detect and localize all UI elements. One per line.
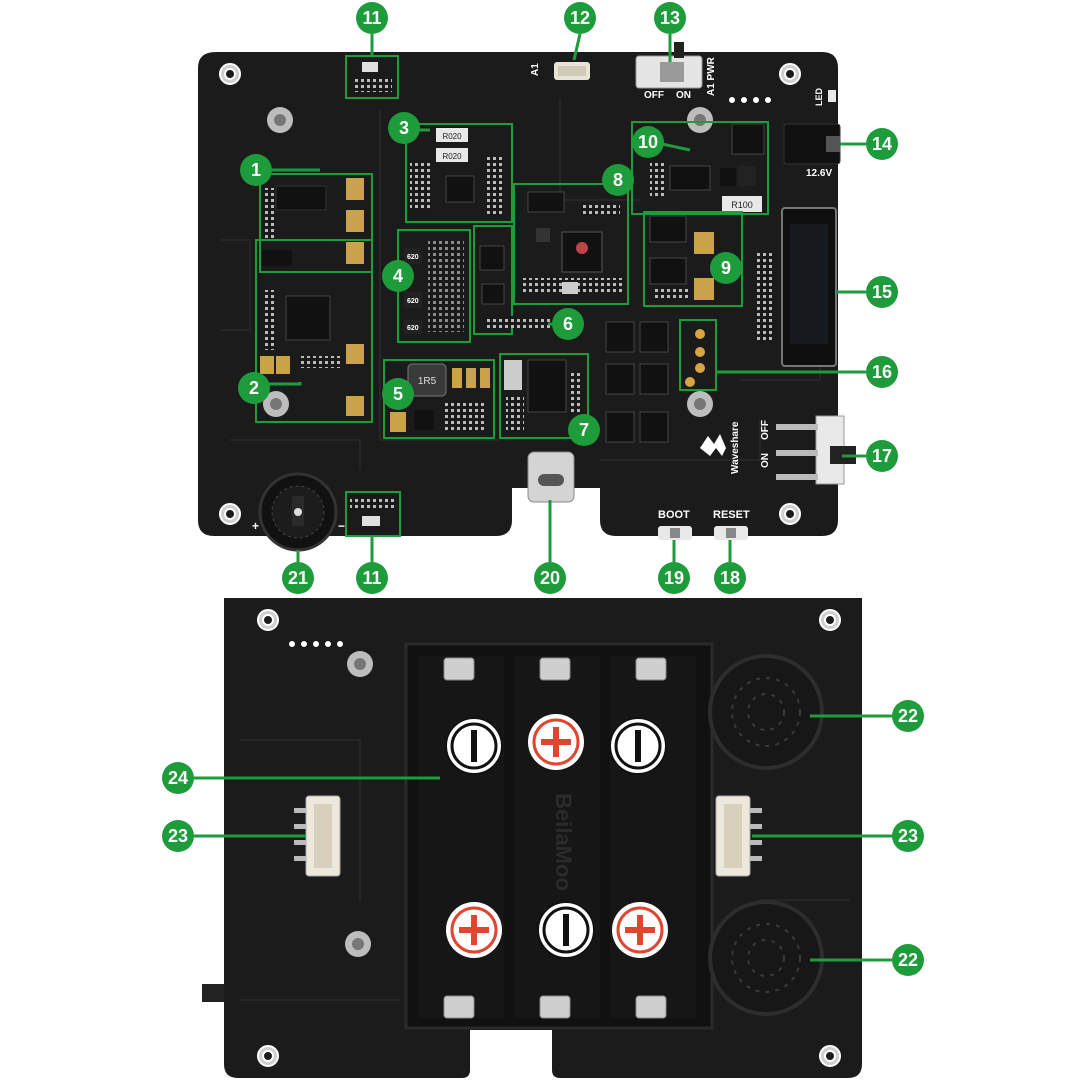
silk-a1: A1: [530, 63, 541, 76]
callouts: 11 12 13 1 2 3 4 5 6 7 8 9 10 14 15 16 1…: [162, 2, 924, 976]
silk-voltage: 12.6V: [806, 168, 832, 179]
top-board: A1 OFF ON A1 PWR LED 12.6V: [198, 42, 856, 552]
mcu-chip-2: [285, 295, 331, 341]
callout-21: 21: [288, 568, 308, 588]
bottom-board: BeilaMoo: [202, 598, 862, 1078]
callout-22-bottom: 22: [898, 950, 918, 970]
callout-5: 5: [393, 384, 403, 404]
callout-13: 13: [660, 8, 680, 28]
callout-19: 19: [664, 568, 684, 588]
highlight-1: [259, 173, 373, 273]
led-header: [729, 97, 771, 103]
silk-reset: RESET: [713, 509, 750, 521]
callout-11-top: 11: [362, 8, 381, 28]
highlight-3: [405, 123, 513, 223]
waveshare-logo: Waveshare: [700, 421, 741, 474]
silk-r020-a: R020: [442, 132, 462, 141]
highlight-9: [643, 211, 743, 307]
callout-16: 16: [872, 362, 892, 382]
callout-10: 10: [638, 132, 658, 152]
callout-2: 2: [249, 378, 259, 398]
highlight-8: [513, 183, 629, 305]
silk-led: LED: [814, 87, 824, 106]
highlight-10: [631, 121, 769, 215]
header-dots-bottom: [289, 641, 343, 647]
callout-20: 20: [540, 568, 560, 588]
highlight-6: [473, 225, 513, 335]
callout-9: 9: [721, 258, 731, 278]
highlight-7: [499, 353, 589, 439]
highlight-16: [679, 319, 717, 391]
silk-knob-plus: +: [252, 519, 259, 533]
connector-left[interactable]: [294, 795, 341, 877]
battery-holder: BeilaMoo: [404, 642, 714, 1030]
callout-11-bottom: 11: [362, 568, 381, 588]
connector-right[interactable]: [715, 795, 762, 877]
silk-620-a: 620: [407, 254, 419, 261]
mounting-holes: [219, 63, 801, 525]
sensor-11-top: [362, 62, 378, 72]
silk-knob-minus: −: [338, 519, 345, 533]
callout-23-left: 23: [168, 826, 188, 846]
callout-4: 4: [393, 266, 403, 286]
silk-off: OFF: [644, 90, 664, 101]
side-switch[interactable]: [202, 984, 224, 1002]
pcb-traces-bottom: [240, 739, 850, 1001]
callout-1: 1: [251, 160, 261, 180]
callout-14: 14: [872, 134, 892, 154]
speaker-top: [708, 654, 824, 770]
speaker-bottom: [708, 900, 824, 1016]
callout-3: 3: [399, 118, 409, 138]
shunt-r020-a: [436, 128, 468, 142]
silk-brand: Waveshare: [730, 421, 741, 474]
mounting-holes-bottom: [257, 609, 841, 1067]
silk-620-c: 620: [407, 325, 419, 332]
callout-6: 6: [563, 314, 573, 334]
callout-24: 24: [168, 768, 188, 788]
shunt-r100: [722, 196, 762, 212]
shunt-r020-b: [436, 148, 468, 162]
resistor-array-11-top: [352, 78, 392, 92]
silk-a1-pwr: A1 PWR: [706, 56, 717, 96]
driver-chip-grid: [605, 321, 669, 443]
silk-r020-b: R020: [442, 152, 462, 161]
chip-1: [275, 185, 327, 211]
pogo-pins[interactable]: [685, 329, 705, 387]
callout-15: 15: [872, 282, 892, 302]
polarity-marks: [445, 714, 668, 959]
led: [828, 90, 836, 102]
standoffs: [263, 107, 713, 417]
highlight-2: [255, 239, 373, 423]
inductor-1r5: [407, 363, 447, 397]
volume-knob[interactable]: [258, 472, 338, 552]
silk-switch-on: ON: [760, 453, 771, 468]
callout-12: 12: [570, 8, 590, 28]
callout-8: 8: [613, 170, 623, 190]
callout-23-right: 23: [898, 826, 918, 846]
silk-switch-off: OFF: [760, 420, 771, 440]
callout-7: 7: [579, 420, 589, 440]
callout-17: 17: [872, 446, 892, 466]
silk-1r5: 1R5: [418, 376, 437, 387]
callout-18: 18: [720, 568, 740, 588]
standoffs-bottom: [345, 651, 373, 957]
silk-boot: BOOT: [658, 509, 690, 521]
silk-r100: R100: [731, 200, 753, 210]
silk-620-b: 620: [407, 298, 419, 305]
callout-22-top: 22: [898, 706, 918, 726]
silk-on: ON: [676, 90, 691, 101]
holder-brand: BeilaMoo: [551, 793, 576, 891]
